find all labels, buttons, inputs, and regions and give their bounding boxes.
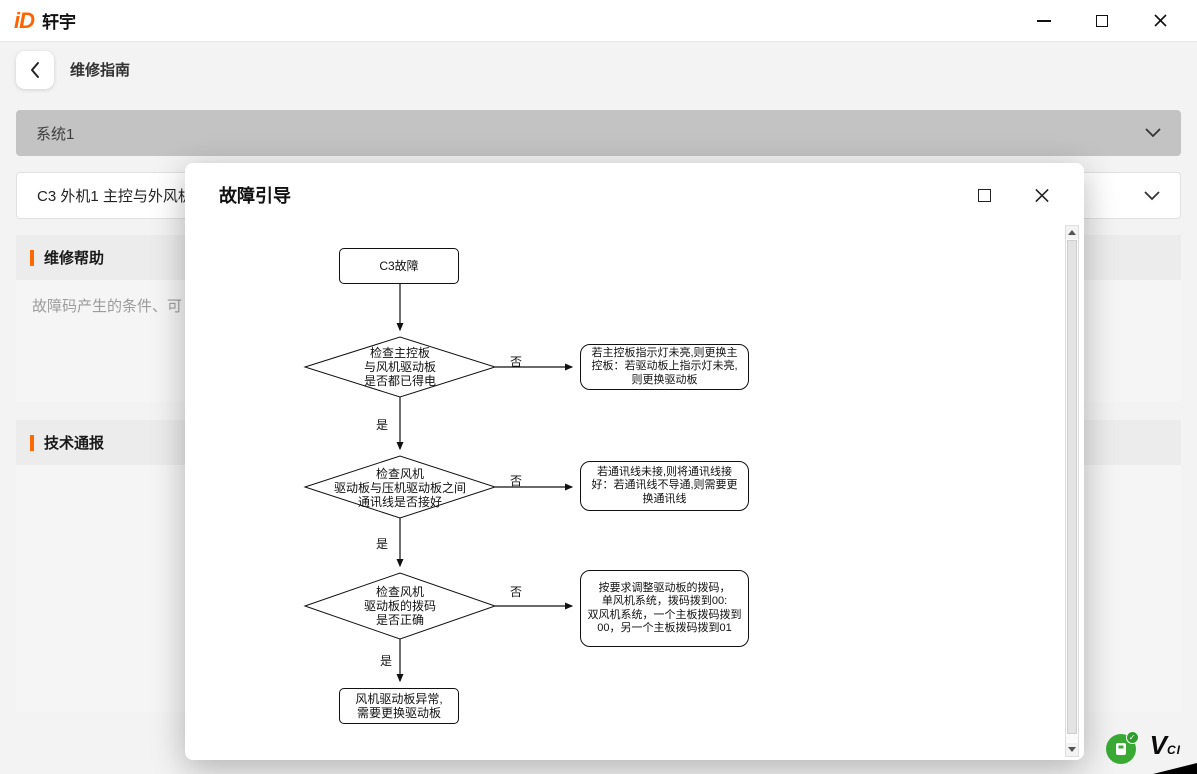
- repair-help-title: 维修帮助: [44, 250, 105, 267]
- accordion-system1-label: 系统1: [36, 125, 75, 143]
- flow-decision-2: 检查风机 驱动板与压机驱动板之间 通讯线是否接好: [333, 467, 466, 509]
- fault-guidance-modal: 故障引导: [185, 163, 1084, 760]
- flow-yes-label-3: 是: [380, 654, 393, 668]
- titlebar: iD 轩宇: [0, 0, 1197, 42]
- minimize-icon: [1037, 19, 1051, 22]
- app-logo-icon: iD: [14, 7, 35, 33]
- maximize-icon: [1096, 14, 1108, 27]
- subheader: 维修指南: [0, 42, 1197, 97]
- check-badge-icon: ✓: [1125, 731, 1139, 744]
- vci-status-button[interactable]: ✓: [1105, 731, 1139, 764]
- modal-maximize-button[interactable]: [976, 187, 992, 203]
- flow-end-node: 风机驱动板异常, 需要更换驱动板: [339, 688, 459, 724]
- vci-logo-ci: CI: [1167, 743, 1181, 757]
- flow-no-label-3: 否: [510, 585, 523, 599]
- flow-yes-label-1: 是: [376, 418, 389, 432]
- modal-close-button[interactable]: [1034, 187, 1050, 203]
- app-title: 轩宇: [42, 13, 76, 32]
- modal-title: 故障引导: [219, 186, 291, 206]
- minimize-button[interactable]: [1036, 13, 1052, 29]
- breadcrumb: 维修指南: [70, 62, 131, 79]
- scroll-up-button[interactable]: [1066, 226, 1078, 239]
- tech-bulletin-title: 技术通报: [44, 435, 105, 452]
- accordion-system1[interactable]: 系统1: [16, 110, 1181, 156]
- window-controls: [1036, 13, 1168, 29]
- vci-logo-v: V: [1149, 730, 1167, 760]
- back-button[interactable]: [16, 50, 54, 89]
- scroll-up-icon: [1068, 230, 1076, 235]
- flow-action-3: 按要求调整驱动板的拨码， 单风机系统，拨码拨到00: 双风机系统，一个主板拨码拨…: [580, 570, 749, 647]
- fault-code-label: C3 外机1 主控与外风机: [37, 188, 193, 205]
- vci-logo-swoosh: [1153, 763, 1197, 774]
- maximize-button[interactable]: [1094, 13, 1110, 29]
- close-icon: [1035, 188, 1049, 202]
- flow-decision-1: 检查主控板 与风机驱动板 是否都已得电: [363, 346, 436, 388]
- modal-scrollbar: [1065, 225, 1079, 757]
- scrollbar-thumb[interactable]: [1067, 240, 1077, 734]
- flow-no-label-2: 否: [510, 474, 523, 488]
- vci-device-icon: [1115, 743, 1126, 755]
- scroll-down-icon: [1068, 747, 1076, 752]
- modal-header: 故障引导: [185, 163, 1084, 227]
- flow-decision-3: 检查风机 驱动板的拨码 是否正确: [363, 585, 436, 627]
- scroll-down-button[interactable]: [1066, 743, 1078, 756]
- close-button[interactable]: [1152, 13, 1168, 29]
- flow-action-2: 若通讯线未接,则将通讯线接 好：若通讯线不导通,则需要更 换通讯线: [580, 461, 749, 511]
- flowchart-connectors: [303, 284, 574, 683]
- accent-bar: [30, 249, 34, 266]
- close-icon: [1153, 14, 1167, 27]
- flow-no-label-1: 否: [510, 355, 523, 369]
- repair-help-text: 故障码产生的条件、可: [32, 298, 183, 315]
- accent-bar: [30, 434, 34, 451]
- modal-controls: [976, 187, 1050, 203]
- chevron-down-icon: [1145, 128, 1161, 138]
- maximize-icon: [977, 188, 991, 202]
- back-chevron-icon: [31, 61, 39, 78]
- fault-flowchart: C3故障 检查主控板 与风机驱动板 是否都已得电 若主控板指示灯未亮,则更换主 …: [185, 163, 1065, 760]
- status-area: ✓ VCI: [1105, 730, 1197, 774]
- flow-action-1: 若主控板指示灯未亮,则更换主 控板：若驱动板上指示灯未亮, 则更换驱动板: [580, 344, 749, 390]
- chevron-down-icon: [1144, 190, 1160, 200]
- vci-logo: VCI: [1149, 730, 1197, 774]
- flow-yes-label-2: 是: [376, 537, 389, 551]
- flow-start-node: C3故障: [339, 248, 459, 284]
